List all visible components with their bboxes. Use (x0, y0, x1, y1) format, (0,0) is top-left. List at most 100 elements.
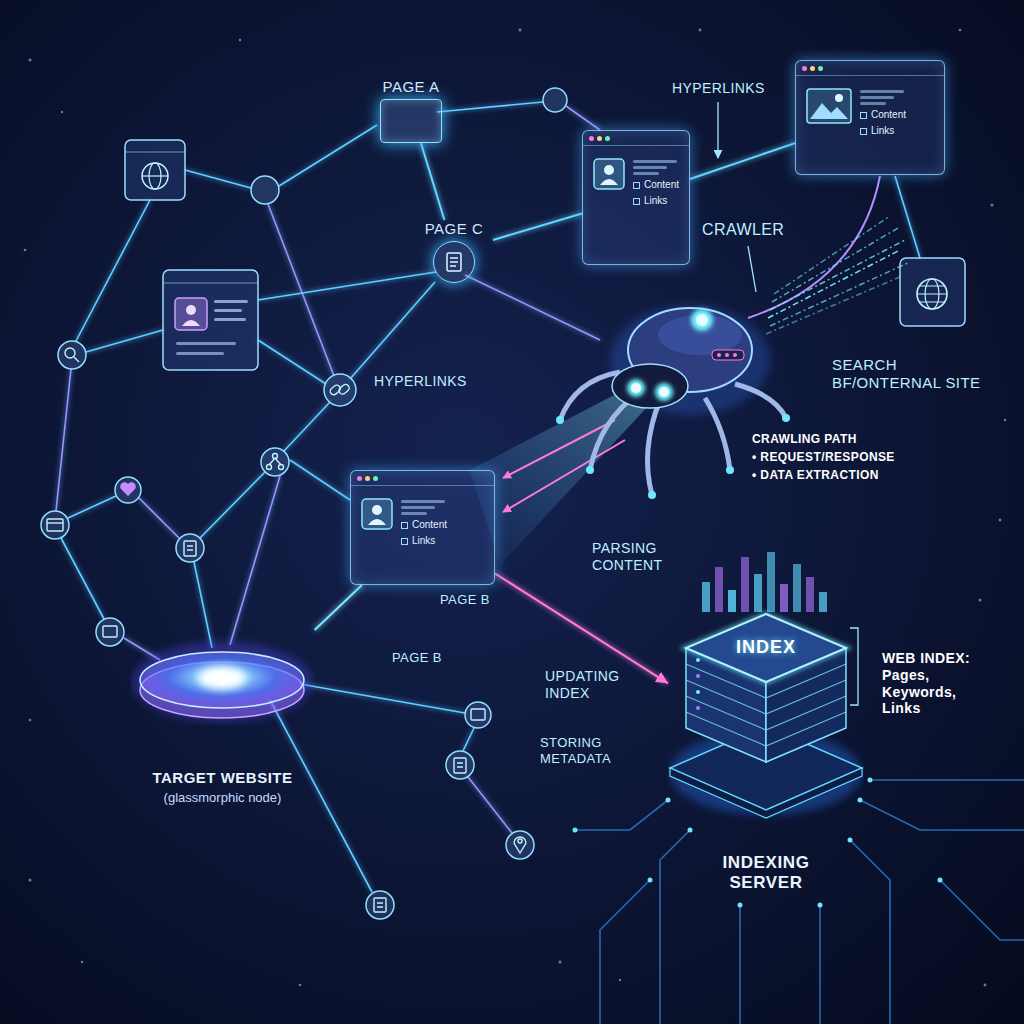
node-icon (184, 541, 196, 556)
hyperlink-connector (315, 585, 362, 630)
crawler-robot (705, 398, 730, 470)
callout-label: HYPERLINKS (672, 80, 765, 97)
page-icon (361, 498, 393, 534)
data-bar (715, 567, 723, 612)
node-subtitle: (glassmorphic node) (152, 790, 292, 805)
star-dot (81, 961, 83, 963)
network-node (176, 534, 204, 562)
circuit-dot (868, 778, 873, 783)
leader-line (717, 102, 718, 158)
callout-label: CRAWLER (702, 220, 784, 239)
network-node (58, 341, 86, 369)
node-icon (273, 454, 278, 459)
page-label: PAGE A (368, 78, 454, 95)
page-card (182, 320, 200, 326)
crawler-robot (610, 305, 770, 415)
circuit-dot (858, 798, 863, 803)
hyperlink-connector (495, 574, 668, 684)
crawler-robot (782, 414, 790, 422)
note-item: • REQUEST/RESPONSE (752, 450, 895, 464)
star-dot (29, 719, 32, 722)
card-text: Links (401, 534, 447, 547)
page-circle (447, 253, 461, 271)
circuit-trace (850, 840, 890, 1024)
circuit-trace (575, 800, 668, 830)
connector-glow (495, 574, 668, 684)
card-text: Content (633, 178, 679, 191)
star-dot (699, 29, 702, 32)
network-node (251, 176, 279, 204)
page-icon (593, 158, 625, 194)
node-icon (338, 383, 351, 395)
server-stack (696, 690, 700, 694)
network-node (261, 448, 289, 476)
circuit-dot (648, 878, 653, 883)
data-bar (767, 552, 775, 612)
browser-bar (351, 471, 494, 486)
circuit-dot (938, 878, 943, 883)
node-icon (518, 839, 522, 843)
circuit-trace (575, 780, 1024, 1024)
connector-glow (421, 143, 444, 220)
node-icon (374, 898, 386, 912)
server-label: INDEX (736, 636, 796, 658)
crawler-robot (717, 353, 721, 357)
page-card (900, 258, 965, 326)
circuit-dot (688, 828, 693, 833)
page-icon (604, 165, 614, 175)
connector-glow (315, 585, 362, 630)
connector-glow (690, 143, 795, 179)
crawler-robot (648, 400, 661, 495)
star-dot (984, 984, 987, 987)
network-link (139, 498, 179, 538)
network-link (258, 340, 326, 384)
code-streak (770, 240, 905, 310)
page-card (163, 283, 258, 284)
page-node: PAGE C (415, 220, 493, 283)
code-streak (766, 216, 910, 334)
node-icon (269, 458, 281, 465)
window-dot (373, 476, 378, 481)
star-dot (29, 879, 32, 882)
data-bar (780, 584, 788, 612)
website-disc (215, 671, 229, 685)
network-node (41, 511, 69, 539)
circuit-trace (940, 880, 1024, 940)
data-bar (728, 590, 736, 612)
code-streak (766, 276, 902, 334)
page-card (186, 305, 196, 315)
website-disc (130, 630, 315, 725)
network-link (194, 562, 212, 648)
page-icon (372, 505, 382, 515)
data-bar (806, 577, 814, 612)
network-link (465, 275, 600, 340)
star-dot (619, 979, 621, 981)
server-stack (686, 614, 846, 682)
page-icon (361, 498, 393, 530)
code-streak (770, 262, 910, 326)
leader-line (850, 628, 858, 705)
node-title: TARGET WEBSITE (152, 769, 292, 786)
node-icon (47, 348, 526, 912)
network-node (366, 891, 394, 919)
network-node (543, 88, 567, 112)
flow-label: UPDATING INDEX (545, 668, 630, 702)
page-card: ContentLinks (350, 470, 495, 585)
network-link (748, 176, 880, 318)
page-circle (450, 258, 458, 266)
note-item: • DATA EXTRACTION (752, 468, 879, 482)
network-link-glow (56, 102, 920, 892)
placeholder-line (860, 96, 894, 99)
flow-label: STORING METADATA (540, 735, 630, 766)
code-streak (772, 228, 898, 302)
crawler-robot (556, 416, 564, 424)
circuit-trace (739, 905, 741, 1024)
node-icon (187, 546, 193, 550)
circuit-trace (870, 779, 1024, 781)
card-text: Links (633, 194, 679, 207)
star-dot (24, 249, 27, 252)
hyperlink-connector (690, 143, 795, 179)
page-card (163, 270, 258, 370)
circuit-dot (573, 828, 578, 833)
